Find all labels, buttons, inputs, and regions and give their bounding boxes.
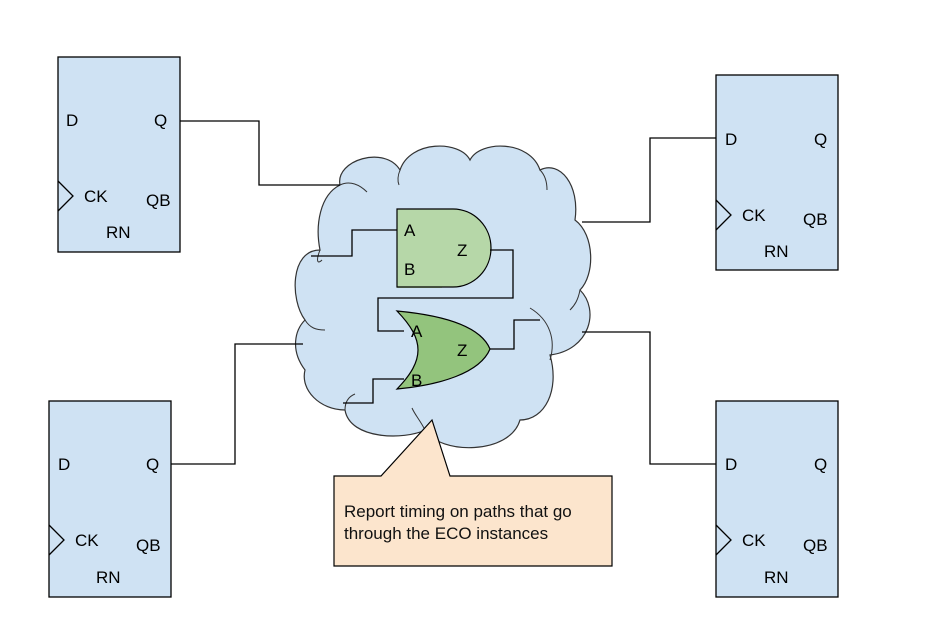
cloud-arc [539, 169, 548, 191]
flipflop-bottom-left: D Q CK QB RN [48, 400, 172, 598]
cloud-shape [294, 145, 592, 449]
cloud-arc [529, 307, 553, 361]
pin-q-label: Q [154, 111, 167, 130]
clock-triangle-icon [48, 524, 65, 556]
flipflop-bottom-right: D Q CK QB RN [715, 400, 839, 598]
pin-rn-label: RN [106, 223, 131, 242]
wire-ff-top-left-q-to-cloud [180, 120, 340, 186]
wire-cloud-to-and-a [311, 229, 397, 257]
flipflop-body [715, 400, 839, 598]
pin-rn-label: RN [764, 568, 789, 587]
callout-box [333, 418, 613, 567]
pin-q-label: Q [146, 455, 159, 474]
pin-ck-label: CK [75, 531, 99, 550]
pin-rn-label: RN [764, 242, 789, 261]
flipflop-top-left: D Q CK QB RN [57, 56, 181, 253]
or-pin-b-label: B [411, 371, 422, 390]
or-pin-a-label: A [411, 322, 423, 341]
and-pin-b-label: B [404, 260, 415, 279]
pin-qb-label: QB [803, 210, 828, 229]
wire-cloud-to-ff-top-right-d [582, 137, 716, 223]
callout: Report timing on paths that go through t… [333, 418, 613, 567]
cloud-arc [569, 289, 581, 311]
wire-ff-bottom-left-q-to-cloud [171, 343, 303, 465]
cloud-arc [397, 169, 401, 186]
pin-qb-label: QB [803, 536, 828, 555]
pin-rn-label: RN [96, 568, 121, 587]
pin-d-label: D [58, 455, 70, 474]
pin-q-label: Q [814, 455, 827, 474]
or-gate: A B Z [395, 310, 491, 390]
and-gate: A B Z [396, 208, 492, 288]
cloud-arc [344, 393, 356, 411]
pin-ck-label: CK [84, 187, 108, 206]
clock-triangle-icon [57, 180, 74, 212]
or-gate-body [395, 310, 491, 390]
pin-q-label: Q [814, 130, 827, 149]
pin-d-label: D [66, 111, 78, 130]
and-pin-z-label: Z [457, 241, 467, 260]
clock-triangle-icon [715, 524, 732, 556]
cloud-arc [317, 249, 323, 263]
pin-ck-label: CK [742, 206, 766, 225]
wire-cloud-to-or-b [343, 378, 404, 404]
callout-text-line-2: through the ECO instances [344, 524, 548, 543]
and-pin-a-label: A [404, 221, 416, 240]
pin-ck-label: CK [742, 531, 766, 550]
cloud-arc [411, 407, 426, 431]
wire-or-z-to-cloud [490, 319, 540, 350]
flipflop-body [57, 56, 181, 253]
callout-text-line-1: Report timing on paths that go [344, 502, 572, 521]
eco-cloud [294, 145, 592, 449]
clock-triangle-icon [715, 199, 732, 231]
or-pin-z-label: Z [457, 341, 467, 360]
cloud-arc [339, 182, 368, 193]
pin-d-label: D [725, 455, 737, 474]
wire-and-z-to-or-a [377, 249, 514, 332]
cloud-arc [304, 319, 326, 331]
flipflop-body [715, 74, 839, 271]
flipflop-body [48, 400, 172, 598]
pin-qb-label: QB [146, 191, 171, 210]
pin-d-label: D [725, 130, 737, 149]
flipflop-top-right: D Q CK QB RN [715, 74, 839, 271]
wire-cloud-to-ff-bottom-right-d [582, 331, 716, 465]
pin-qb-label: QB [136, 536, 161, 555]
